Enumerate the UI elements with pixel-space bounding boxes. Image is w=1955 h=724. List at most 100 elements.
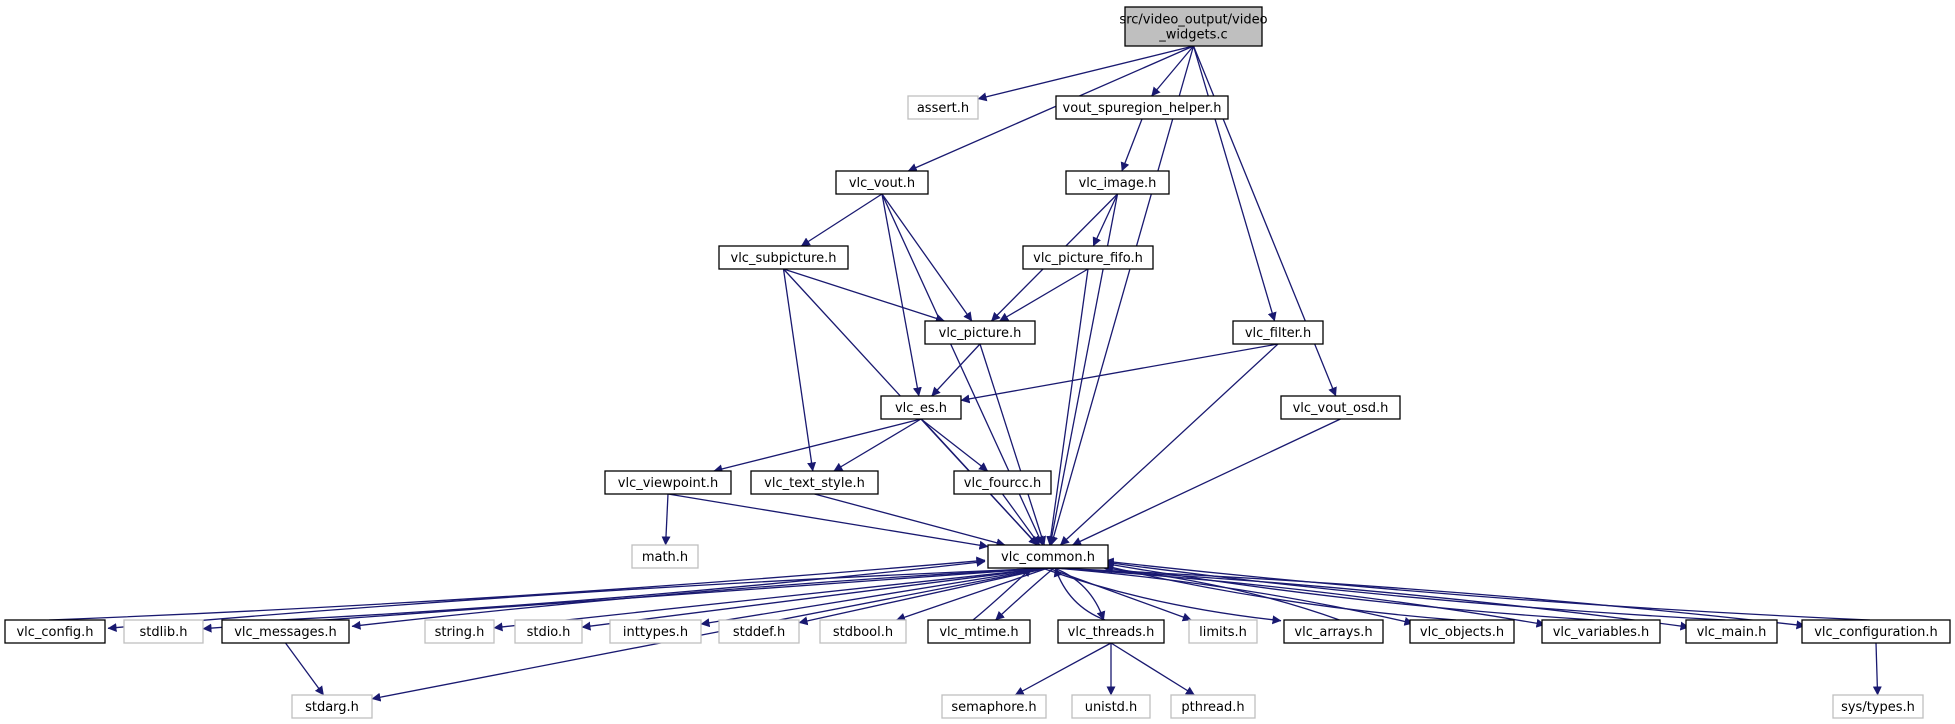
node-vlc-objects[interactable]: vlc_objects.h (1409, 619, 1515, 644)
node-semaphore: semaphore.h (941, 694, 1047, 719)
node-vlc-vout-osd[interactable]: vlc_vout_osd.h (1280, 395, 1401, 420)
node-vlc-text-style[interactable]: vlc_text_style.h (750, 470, 879, 495)
node-pthread: pthread.h (1170, 694, 1256, 719)
edge-vlc-picture-fifo-to-vlc-picture (999, 268, 1089, 322)
node-root-box (1124, 6, 1263, 47)
node-stdbool-box (819, 619, 907, 644)
edge-vlc-common-to-inttypes (700, 567, 1049, 628)
edge-root-to-vlc-vout-osd (1192, 45, 1337, 397)
edge-vlc-es-to-vlc-viewpoint (713, 418, 922, 474)
edge-vlc-configuration-to-vlc-common (1104, 557, 1871, 621)
node-vlc-variables-label: vlc_variables.h (1553, 625, 1650, 640)
node-vlc-messages-label: vlc_messages.h (234, 625, 337, 640)
node-inttypes: inttypes.h (609, 619, 702, 644)
node-vlc-mtime[interactable]: vlc_mtime.h (927, 619, 1031, 644)
edge-vlc-config-to-vlc-common (48, 556, 986, 621)
edge-vlc-vout-to-vlc-subpicture (800, 193, 883, 247)
node-vlc-fourcc[interactable]: vlc_fourcc.h (953, 470, 1052, 495)
node-root-label: src/video_output/video (1119, 13, 1267, 28)
node-vlc-variables[interactable]: vlc_variables.h (1541, 619, 1661, 644)
edge-vlc-filter-to-vlc-common (1059, 343, 1279, 546)
node-limits-box (1188, 619, 1258, 644)
node-vlc-picture-fifo-box (1022, 245, 1154, 270)
node-stdarg: stdarg.h (291, 694, 373, 719)
node-inttypes-label: inttypes.h (623, 625, 688, 640)
node-stdlib: stdlib.h (123, 619, 204, 644)
node-vlc-main[interactable]: vlc_main.h (1685, 619, 1778, 644)
node-vlc-es[interactable]: vlc_es.h (880, 395, 962, 420)
node-math-box (631, 544, 699, 569)
node-vlc-common-label: vlc_common.h (1001, 550, 1095, 565)
node-pthread-box (1170, 694, 1256, 719)
node-vlc-vout[interactable]: vlc_vout.h (835, 170, 929, 195)
node-vlc-common[interactable]: vlc_common.h (987, 544, 1109, 569)
edge-vlc-picture-fifo-to-vlc-common (1046, 268, 1089, 546)
node-vlc-threads-box (1057, 619, 1165, 644)
edge-vlc-vout-osd-to-vlc-common (1072, 418, 1341, 546)
node-vlc-arrays-label: vlc_arrays.h (1294, 625, 1372, 640)
edge-vlc-main-to-vlc-common (1104, 558, 1726, 621)
node-vlc-subpicture[interactable]: vlc_subpicture.h (718, 245, 849, 270)
node-vlc-image[interactable]: vlc_image.h (1065, 170, 1170, 195)
node-vlc-threads-label: vlc_threads.h (1068, 625, 1155, 640)
edge-vlc-common-to-vlc-config (107, 567, 1055, 633)
node-vlc-filter-label: vlc_filter.h (1245, 326, 1311, 341)
node-vlc-messages[interactable]: vlc_messages.h (221, 619, 350, 644)
edge-vlc-threads-to-semaphore (1014, 642, 1112, 696)
edge-vlc-common-to-limits (1047, 567, 1192, 622)
node-root-label: _widgets.c (1158, 28, 1227, 43)
node-stdio: stdio.h (514, 619, 583, 644)
edge-vlc-image-to-vlc-picture-fifo (1092, 193, 1119, 247)
node-unistd-box (1071, 694, 1151, 719)
node-vlc-picture-fifo[interactable]: vlc_picture_fifo.h (1022, 245, 1154, 270)
edge-root-to-assert (977, 45, 1194, 102)
node-math-label: math.h (642, 550, 688, 565)
node-stdlib-box (123, 619, 204, 644)
edge-vlc-vout-to-vlc-es (881, 193, 922, 397)
node-stddef: stddef.h (718, 619, 800, 644)
node-vlc-objects-box (1409, 619, 1515, 644)
node-limits-label: limits.h (1199, 625, 1247, 640)
edge-root-to-vout-spuregion-helper (1151, 45, 1194, 97)
node-vlc-configuration[interactable]: vlc_configuration.h (1801, 619, 1951, 644)
edge-vlc-messages-to-stdarg (284, 642, 325, 696)
node-unistd-label: unistd.h (1085, 700, 1138, 715)
node-vout-spuregion-helper[interactable]: vout_spuregion_helper.h (1055, 95, 1229, 120)
edge-vlc-image-to-vlc-common (1047, 193, 1119, 546)
node-vlc-main-label: vlc_main.h (1697, 625, 1767, 640)
node-vlc-subpicture-box (718, 245, 849, 270)
node-stdbool-label: stdbool.h (833, 625, 893, 640)
node-assert-label: assert.h (917, 101, 969, 116)
node-semaphore-box (941, 694, 1047, 719)
node-string-label: string.h (435, 625, 485, 640)
node-pthread-label: pthread.h (1181, 700, 1244, 715)
node-vlc-filter[interactable]: vlc_filter.h (1232, 320, 1324, 345)
node-string-box (424, 619, 495, 644)
node-vout-spuregion-helper-box (1055, 95, 1229, 120)
node-vlc-arrays[interactable]: vlc_arrays.h (1283, 619, 1384, 644)
node-vlc-threads[interactable]: vlc_threads.h (1057, 619, 1165, 644)
node-vlc-fourcc-box (953, 470, 1052, 495)
node-inttypes-box (609, 619, 702, 644)
node-vlc-es-label: vlc_es.h (895, 401, 947, 416)
node-vlc-text-style-label: vlc_text_style.h (764, 476, 865, 491)
node-stdio-box (514, 619, 583, 644)
edge-vlc-common-to-stdio (581, 567, 1049, 631)
node-vlc-picture-label: vlc_picture.h (939, 326, 1022, 341)
node-vlc-image-box (1065, 170, 1170, 195)
edge-vlc-common-to-vlc-main (1053, 567, 1690, 631)
node-assert-box (907, 95, 979, 120)
node-vlc-picture[interactable]: vlc_picture.h (924, 320, 1036, 345)
edge-vlc-objects-to-vlc-common (1104, 563, 1457, 621)
edge-vlc-common-to-vlc-messages (351, 567, 1055, 630)
node-vlc-mtime-box (927, 619, 1031, 644)
edge-vlc-picture-to-vlc-es (931, 343, 981, 397)
node-sys-types: sys/types.h (1832, 694, 1924, 719)
node-vlc-viewpoint[interactable]: vlc_viewpoint.h (604, 470, 732, 495)
node-vlc-vout-osd-box (1280, 395, 1401, 420)
node-root[interactable]: src/video_output/video_widgets.c (1119, 6, 1268, 47)
node-vlc-vout-label: vlc_vout.h (849, 176, 915, 191)
edge-vlc-threads-to-pthread (1110, 642, 1195, 696)
node-vlc-config[interactable]: vlc_config.h (4, 619, 106, 644)
